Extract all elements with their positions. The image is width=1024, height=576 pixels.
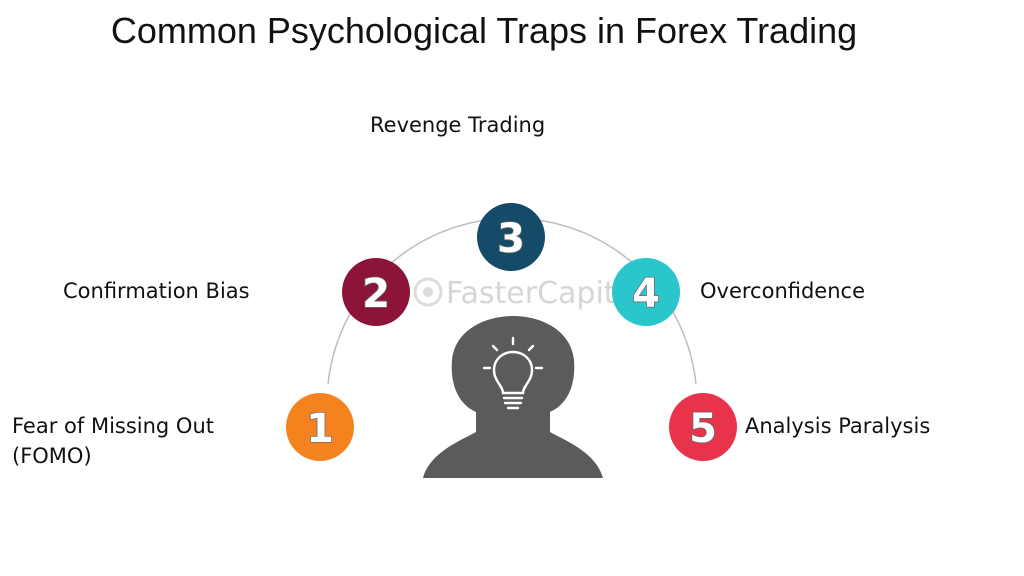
step-number-4: 4 [632, 271, 660, 317]
step-label-revenge-trading: Revenge Trading [370, 113, 546, 137]
step-label-fomo: Fear of Missing Out (FOMO) [12, 414, 215, 468]
step-circle-1: 1 [286, 393, 354, 461]
watermark-logo: FasterCapital [413, 276, 642, 311]
step-label-confirmation-bias: Confirmation Bias [63, 279, 250, 303]
step-circle-2: 2 [342, 258, 410, 326]
step-number-5: 5 [689, 406, 717, 452]
step-label-analysis-paralysis: Analysis Paralysis [745, 414, 931, 438]
step-number-3: 3 [497, 216, 525, 262]
step-label-overconfidence: Overconfidence [700, 279, 866, 303]
step-circle-5: 5 [669, 393, 737, 461]
step-circle-4: 4 [612, 258, 680, 326]
page-title: Common Psychological Traps in Forex Trad… [110, 10, 858, 51]
step-number-2: 2 [362, 271, 390, 317]
step-circle-3: 3 [477, 203, 545, 271]
watermark-text: FasterCapital [446, 276, 642, 311]
lightbulb-icon [482, 336, 544, 410]
step-number-1: 1 [306, 406, 334, 452]
